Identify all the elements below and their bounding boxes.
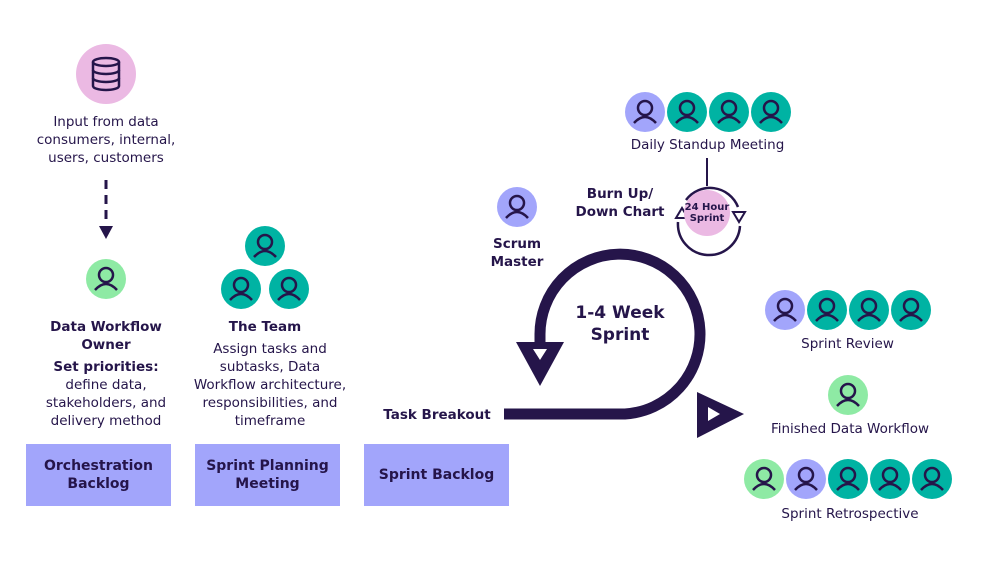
standup-avatar: [751, 92, 791, 132]
user-icon: [505, 194, 529, 219]
user-icon: [857, 297, 881, 322]
owner-subtitle: Set priorities:: [53, 359, 159, 375]
week-sprint-label: 1-4 Week Sprint: [575, 303, 665, 345]
user-icon: [277, 276, 301, 301]
user-icon: [878, 466, 902, 491]
daily-standup-label: Daily Standup Meeting: [630, 137, 785, 153]
box-label: Orchestration Backlog: [43, 458, 154, 492]
sprint-loop: [504, 248, 744, 438]
standup-avatar: [709, 92, 749, 132]
user-icon: [633, 99, 657, 124]
dashed-flow-arrowhead: [99, 226, 113, 239]
user-icon: [794, 466, 818, 491]
review-avatar: [891, 290, 931, 330]
sprint-backlog-box[interactable]: Sprint Backlog: [364, 444, 509, 506]
standup-avatars: [625, 92, 795, 132]
owner-title: Data Workflow Owner: [50, 319, 162, 353]
retro-avatar: [912, 459, 952, 499]
sprint-retrospective-label: Sprint Retrospective: [781, 506, 919, 522]
database-icon: [91, 56, 121, 92]
retrospective-avatars: [744, 459, 956, 499]
retro-avatar: [786, 459, 826, 499]
sprint-loop-right-arrow: [697, 392, 744, 438]
user-icon: [773, 297, 797, 322]
retro-avatar: [870, 459, 910, 499]
user-icon: [675, 99, 699, 124]
standup-avatar: [625, 92, 665, 132]
user-icon: [759, 99, 783, 124]
retro-avatar: [828, 459, 868, 499]
team-description: Assign tasks and subtasks, Data Workflow…: [193, 341, 347, 429]
user-icon: [229, 276, 253, 301]
user-icon: [836, 382, 860, 407]
user-icon: [815, 297, 839, 322]
burn-chart-label: Burn Up/ Down Chart: [575, 186, 665, 220]
sprint-loop-down-arrow: [516, 342, 564, 386]
user-icon: [717, 99, 741, 124]
team-avatar: [269, 269, 309, 309]
task-breakout-label: Task Breakout: [383, 407, 491, 423]
orchestration-backlog-box[interactable]: Orchestration Backlog: [26, 444, 171, 506]
finished-avatar: [828, 375, 868, 415]
scrum-master-label: Scrum Master: [490, 236, 544, 270]
review-avatar: [765, 290, 805, 330]
standup-avatar: [667, 92, 707, 132]
team-avatar: [221, 269, 261, 309]
owner-avatar: [86, 259, 126, 299]
24-hour-sprint-label: 24 Hour Sprint: [684, 202, 730, 224]
sprint-review-label: Sprint Review: [801, 336, 894, 352]
owner-description: define data, stakeholders, and delivery …: [45, 377, 167, 429]
sprint-planning-meeting-box[interactable]: Sprint Planning Meeting: [195, 444, 340, 506]
user-icon: [836, 466, 860, 491]
review-avatar: [849, 290, 889, 330]
team-title: The Team: [228, 319, 302, 335]
box-label: Sprint Planning Meeting: [206, 458, 329, 492]
input-label: Input from data consumers, internal, use…: [36, 114, 176, 166]
database-icon-circle: [76, 44, 136, 104]
user-icon: [253, 233, 277, 258]
cycle-arrow-right: [731, 211, 747, 224]
retro-avatar: [744, 459, 784, 499]
review-avatars: [765, 290, 935, 330]
finished-workflow-label: Finished Data Workflow: [770, 421, 930, 437]
user-icon: [920, 466, 944, 491]
24-hour-sprint-circle: 24 Hour Sprint: [684, 190, 730, 236]
box-label: Sprint Backlog: [378, 467, 495, 483]
team-avatar: [245, 226, 285, 266]
review-avatar: [807, 290, 847, 330]
user-icon: [94, 266, 118, 291]
user-icon: [752, 466, 776, 491]
scrum-master-avatar: [497, 187, 537, 227]
user-icon: [899, 297, 923, 322]
